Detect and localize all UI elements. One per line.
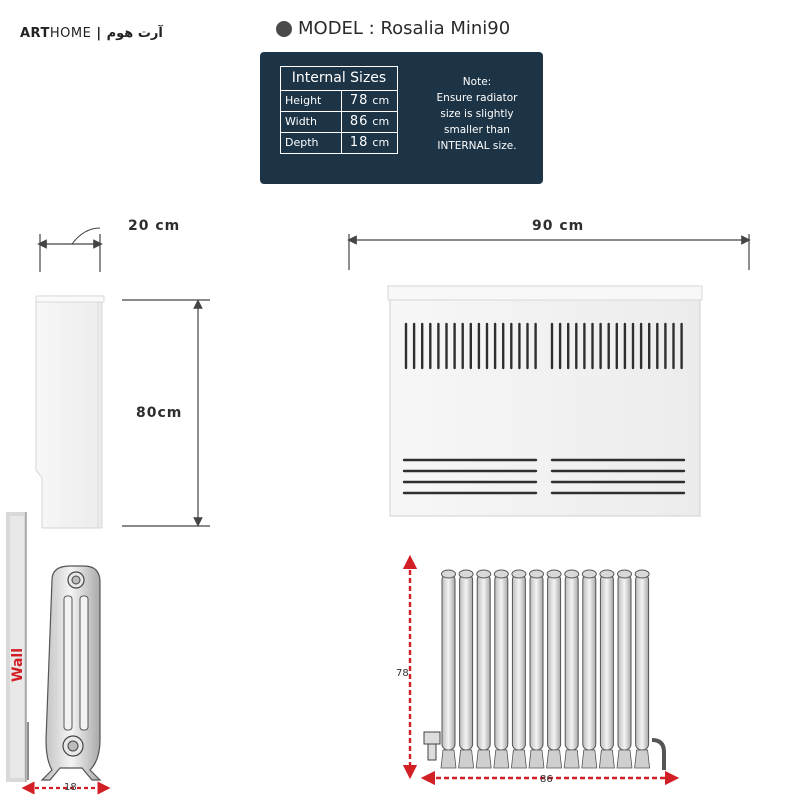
radiator-column — [476, 573, 491, 751]
radiator-column — [635, 573, 650, 751]
brand-strong: ART — [20, 26, 50, 41]
radiator-foot — [634, 749, 651, 769]
radiator-foot — [493, 749, 510, 769]
radiator-cap — [617, 569, 632, 579]
radiator-foot — [616, 749, 633, 769]
size-value: 86 — [349, 114, 369, 129]
side-height-dimension — [122, 299, 210, 527]
size-unit: cm — [372, 94, 390, 107]
bottom-slots — [402, 458, 686, 495]
radiator-column — [564, 573, 579, 751]
radiator-cap — [599, 569, 615, 579]
brand-light: HOME — [49, 26, 92, 41]
radiator-cap — [529, 569, 544, 579]
radiator-foot — [458, 749, 475, 769]
radiator-column — [511, 573, 526, 751]
size-unit: cm — [372, 136, 390, 149]
brand-arabic: آرت هوم — [106, 26, 163, 41]
radiator-foot — [510, 749, 527, 769]
radiator-column — [582, 573, 597, 751]
model-label: MODEL : Rosalia Mini90 — [298, 18, 511, 39]
radiator-column — [441, 573, 456, 751]
radiator-column — [599, 573, 614, 751]
radiator-column — [529, 573, 544, 751]
radiator-foot — [581, 749, 598, 769]
wall-side-view — [6, 512, 27, 782]
brand-sep: | — [96, 26, 102, 41]
radiator-foot — [440, 749, 457, 769]
radiator-foot — [563, 749, 580, 769]
wall-label: Wall — [10, 648, 26, 682]
size-value: 18 — [349, 135, 369, 150]
radiator-cap — [581, 569, 597, 579]
radiator-cap — [441, 569, 456, 579]
radiator-cap — [634, 569, 650, 579]
side-depth-dimension — [37, 227, 103, 272]
radiator-cap — [493, 569, 509, 579]
side-height-label: 80cm — [136, 405, 182, 421]
front-width-label: 90 cm — [532, 218, 584, 234]
size-label: Height — [281, 91, 342, 111]
size-label: Width — [281, 112, 342, 132]
radiator-depth-label: 18 — [64, 782, 77, 793]
radiator-foot — [598, 749, 615, 769]
radiator-height-label: 78 — [396, 668, 409, 679]
radiator-column — [494, 573, 509, 751]
side-depth-label: 20 cm — [128, 218, 180, 234]
model-title: MODEL : Rosalia Mini90 — [276, 18, 510, 39]
radiator-foot — [475, 749, 492, 769]
size-unit: cm — [372, 115, 390, 128]
radiator-cap — [458, 569, 474, 579]
radiator-width-label: 86 — [540, 774, 553, 785]
brand-logo: ARTHOME | آرت هوم — [20, 26, 163, 41]
front-width-dimension — [347, 234, 751, 270]
size-label: Depth — [281, 133, 342, 153]
radiator-cap — [564, 569, 580, 579]
radiator-column — [547, 573, 562, 751]
radiator-front-view — [423, 569, 666, 770]
radiator-cap — [511, 569, 527, 579]
radiator-foot — [546, 749, 563, 769]
pipe-icon — [651, 738, 666, 770]
cover-side-view — [35, 295, 105, 529]
radiator-foot — [528, 749, 545, 769]
bullet-icon — [276, 20, 292, 37]
radiator-cap — [546, 569, 562, 579]
size-value: 78 — [349, 93, 369, 108]
radiator-column — [459, 573, 474, 751]
radiator-column — [617, 573, 632, 751]
radiator-cap — [476, 569, 492, 579]
valve-icon — [423, 731, 441, 761]
note-text: Note: Ensure radiator size is slightly s… — [436, 76, 518, 152]
cover-front-view — [387, 285, 703, 517]
internal-sizes-title: Internal Sizes — [281, 67, 397, 91]
radiator-side-view — [40, 565, 102, 781]
